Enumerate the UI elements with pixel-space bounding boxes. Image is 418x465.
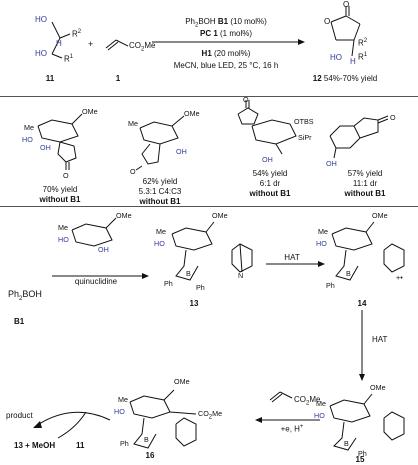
- c15-ho: HO: [314, 411, 325, 420]
- c14-me: Me: [318, 227, 328, 236]
- acrylate-label-1: 1: [115, 74, 121, 83]
- product-release: product: [6, 411, 33, 420]
- substrate-h: H: [56, 39, 62, 48]
- borinic-acid: Ph2BOH: [8, 289, 42, 302]
- ex4-yield: 57% yield: [347, 169, 383, 178]
- c14-ph: Ph: [326, 281, 335, 290]
- ex3-sipr: SiPr: [298, 133, 312, 142]
- complex-13-label: 13: [189, 299, 199, 308]
- substrate-ho-top: HO: [35, 15, 47, 24]
- complex-14-label: 14: [357, 299, 367, 308]
- divider-top: [0, 96, 418, 97]
- ex2-ratio: 5.3:1 C4:C3: [138, 187, 182, 196]
- c14-b: B: [346, 269, 351, 278]
- c14-radcat: +•: [396, 273, 403, 282]
- plus-sign: +: [88, 39, 94, 49]
- c16-me: Me: [118, 395, 128, 404]
- conditions-line-4: MeCN, blue LED, 25 °C, 16 h: [173, 61, 279, 70]
- ex2-yield: 62% yield: [142, 177, 178, 186]
- ex3-dr: 6:1 dr: [259, 179, 281, 188]
- substrate-label-11: 11: [45, 74, 55, 83]
- ex1-without: without B1: [39, 195, 81, 204]
- c13-ho: HO: [154, 239, 165, 248]
- ex1-o: O: [63, 171, 69, 180]
- c15-ph: Ph: [358, 449, 367, 458]
- c16-b: B: [144, 435, 149, 444]
- ex3-without: without B1: [249, 189, 291, 198]
- c16-ho: HO: [114, 407, 125, 416]
- ex2-without: without B1: [139, 197, 181, 206]
- mechanism-graphics: [33, 217, 405, 451]
- ex3-o: O: [243, 95, 249, 104]
- product-ring-o2: O: [324, 17, 331, 26]
- byproduct-label: 13 + MeOH: [14, 441, 56, 450]
- ex3-otbs: OTBS: [294, 117, 314, 126]
- ex1-me: Me: [24, 123, 34, 132]
- quinuclidine-label: quinuclidine: [74, 277, 118, 286]
- ex3-yield: 54% yield: [252, 169, 288, 178]
- ex2-ome: OMe: [184, 109, 200, 118]
- ex4-without: without B1: [344, 189, 386, 198]
- ex4-oh: OH: [326, 159, 337, 168]
- product-ring-o: O: [343, 0, 350, 9]
- mech-reagent-ome: OMe: [116, 211, 132, 220]
- conditions-line-1: Ph2BOH B1 (10 mol%): [185, 17, 267, 29]
- ex4-o: O: [390, 113, 396, 122]
- hat-1-label: HAT: [284, 253, 300, 262]
- scope-structures: [37, 100, 389, 171]
- mech-reagent-ho: HO: [58, 235, 69, 244]
- ex2-o: O: [130, 167, 136, 176]
- acrylate-co2me: CO2Me: [129, 41, 156, 53]
- ex1-ome: OMe: [82, 107, 98, 116]
- ex1-ho: HO: [22, 135, 33, 144]
- c14-ho: HO: [316, 239, 327, 248]
- ex4-dr: 11:1 dr: [352, 179, 378, 188]
- ex3-oh: OH: [262, 155, 273, 164]
- ex2-me: Me: [128, 119, 138, 128]
- c15-me: Me: [316, 399, 326, 408]
- reduction-label: +e, H+: [280, 424, 304, 434]
- c13-ph-right: Ph: [196, 283, 205, 292]
- substrate-r1: R1: [64, 54, 74, 64]
- c16-co2me: CO2Me: [198, 409, 223, 421]
- c15-ome: OMe: [370, 383, 386, 392]
- product-r1: R1: [358, 52, 368, 62]
- conditions-line-3: H1 (20 mol%): [201, 49, 251, 58]
- ex1-oh: OH: [40, 143, 51, 152]
- mech-reagent-oh: OH: [98, 245, 109, 254]
- c16-ome: OMe: [174, 377, 190, 386]
- complex-16-label: 16: [145, 451, 155, 460]
- divider-bottom: [0, 206, 418, 207]
- c13-me: Me: [156, 227, 166, 236]
- c14-ome: OMe: [372, 211, 388, 220]
- c13-ome: OMe: [212, 211, 228, 220]
- conditions-line-2: PC 1 (1 mol%): [199, 29, 253, 38]
- c15-b: B: [344, 439, 349, 448]
- borinic-label-b1: B1: [14, 317, 25, 326]
- mech-reagent-me: Me: [58, 223, 68, 232]
- product-h: H: [350, 57, 356, 66]
- mech-acrylate: CO2Me: [294, 395, 321, 407]
- c13-ph-left: Ph: [164, 279, 173, 288]
- ex1-yield: 70% yield: [42, 185, 78, 194]
- product-r2: R2: [358, 38, 368, 48]
- product-ho: HO: [330, 53, 342, 62]
- c13-b: B: [186, 269, 191, 278]
- complex-15-label: 15: [355, 455, 365, 464]
- c13-n: N: [238, 271, 244, 280]
- substrate-r2: R2: [72, 29, 82, 39]
- substrate-ho-bottom: HO: [35, 49, 47, 58]
- ex2-oh: OH: [176, 147, 187, 156]
- hat-2-label: HAT: [372, 335, 388, 344]
- substrate-in-label: 11: [76, 441, 85, 450]
- general-reaction-graphics: [51, 6, 361, 59]
- product-label: 12 54%-70% yield: [312, 74, 378, 83]
- c16-ph: Ph: [120, 439, 129, 448]
